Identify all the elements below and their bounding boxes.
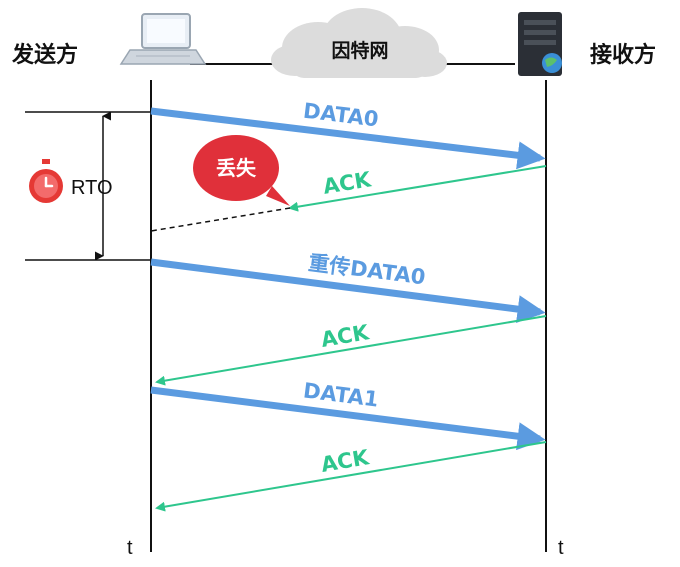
network-label: 因特网: [331, 40, 388, 62]
data1-arrow: [150, 386, 546, 451]
rto-label: RTO: [71, 177, 113, 199]
data0-arrow: [150, 107, 546, 170]
loss-bubble: [193, 135, 290, 206]
data0-label: DATA0: [302, 99, 380, 132]
receiver-time-label: t: [558, 537, 564, 559]
retransmit-data0-arrow: [150, 258, 546, 324]
stopwatch-icon: [29, 159, 63, 203]
ack-arrow-2: [155, 315, 547, 386]
loss-label: 丢失: [216, 156, 257, 180]
laptop-icon: [119, 13, 207, 65]
server-icon: [518, 12, 562, 76]
ack-lost-label: ACK: [321, 167, 373, 199]
ack-arrow-3: [155, 441, 547, 512]
internet-cloud-icon: [271, 8, 447, 78]
data1-label: DATA1: [302, 378, 380, 411]
ack-lost-arrow: [288, 165, 547, 212]
ack-lost-dashed-path: [150, 207, 291, 232]
receiver-label: 接收方: [590, 42, 656, 68]
sender-label: 发送方: [11, 42, 78, 68]
sender-time-label: t: [127, 537, 133, 559]
